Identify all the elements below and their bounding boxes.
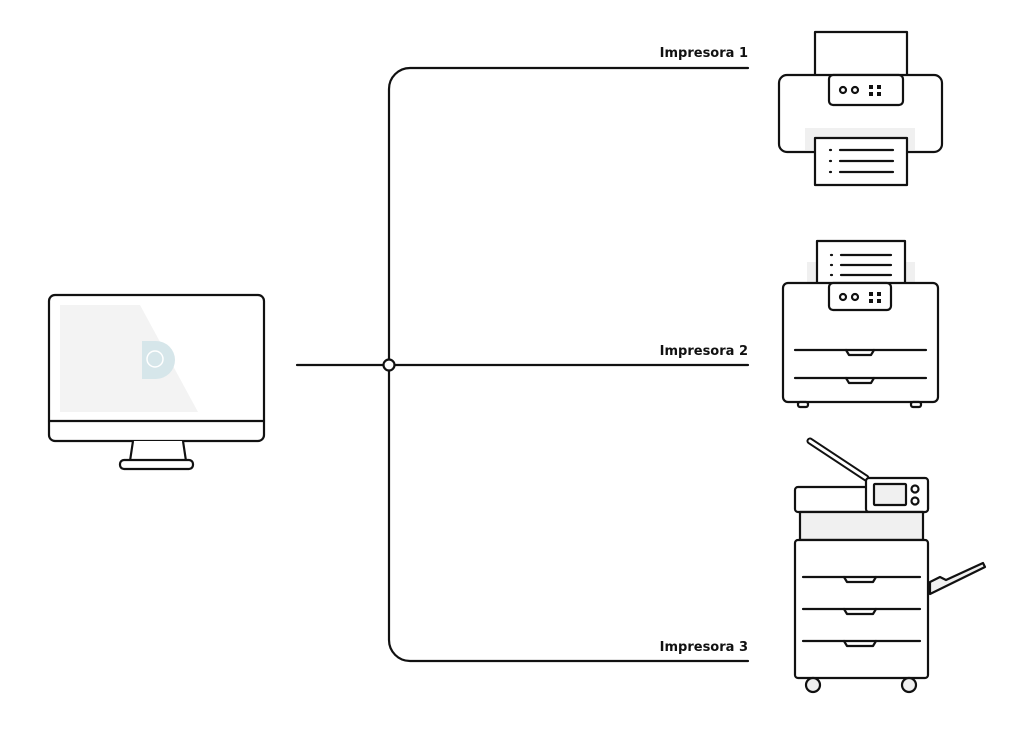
printer-2-icon — [781, 239, 940, 409]
printer-3-label: Impresora 3 — [660, 640, 748, 655]
printer-1-label: Impresora 1 — [660, 46, 748, 61]
computer-monitor-icon — [47, 293, 266, 471]
printer-2-label: Impresora 2 — [660, 344, 748, 359]
printer-3-icon — [793, 437, 987, 694]
printer-1-icon — [777, 30, 944, 187]
connection-lines — [295, 66, 750, 663]
logo-icon — [142, 341, 175, 379]
junction-node — [382, 358, 396, 372]
